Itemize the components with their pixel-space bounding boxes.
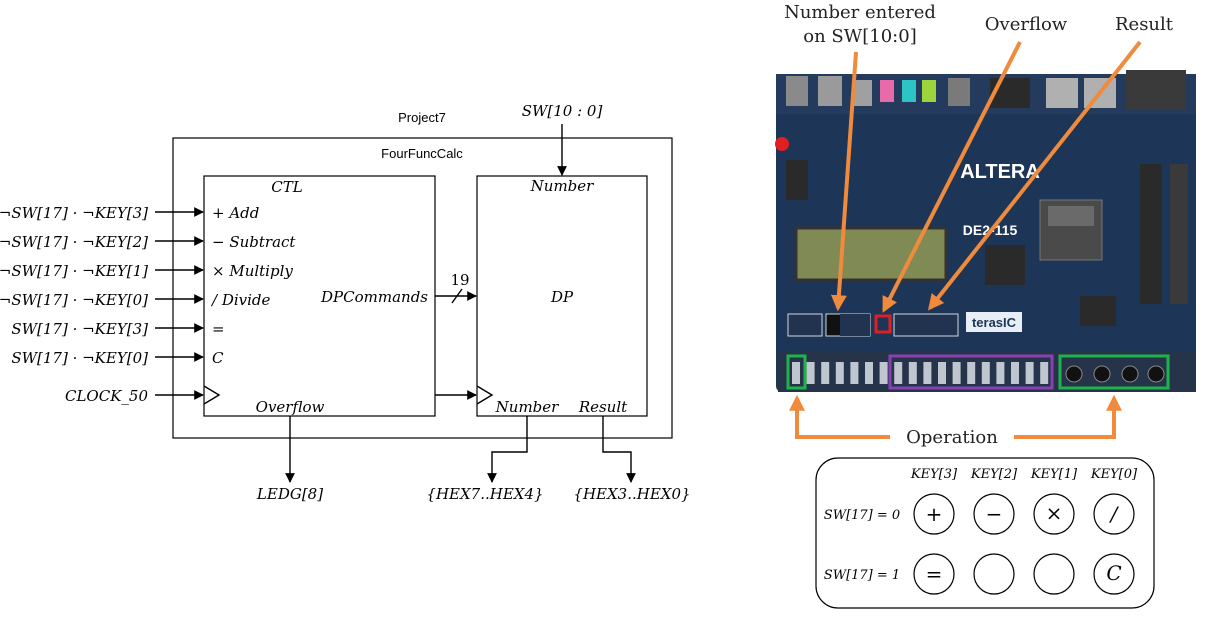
clock-label: CLOCK_50 [65,387,148,405]
slide-switch [1040,362,1048,384]
row-label-sw17-0: SW[17] = 0 [824,508,900,523]
slide-switch [894,362,902,384]
ctl-port-subtract: − Subtract [212,233,296,251]
row-label-sw17-1: SW[17] = 1 [824,568,900,583]
key-button-empty [1034,554,1074,594]
push-button [1148,366,1164,382]
ctl-port-divide: / Divide [210,291,271,309]
slide-switch [923,362,931,384]
symbol-subtract: − [986,502,1003,526]
ctl-title: CTL [271,178,302,196]
audio-jack-pink [880,80,894,102]
key-button-empty [974,554,1014,594]
chip [985,245,1025,285]
key-header-1: KEY[1] [1030,467,1078,482]
input-label-add: ¬SW[17] · ¬KEY[3] [0,204,148,222]
ctl-port-clear: C [212,349,224,367]
operation-arrow-left [797,398,890,437]
symbol-clear: C [1106,561,1121,585]
ledg-label: LEDG[8] [256,485,323,503]
slide-switch [807,362,815,384]
audio-jack-green [922,80,936,102]
slide-switch [953,362,961,384]
seven-seg-display [894,314,958,336]
key-table: KEY[3] KEY[2] KEY[1] KEY[0] SW[17] = 0 S… [816,458,1154,608]
push-button [1094,366,1110,382]
dp-result-label: Result [578,398,628,416]
audio-jack-cyan [902,80,916,102]
slide-switch [996,362,1004,384]
annotation-number-line2: on SW[10:0] [803,26,916,47]
gpio-header [1170,164,1188,304]
slide-switch [865,362,873,384]
slide-switch [909,362,917,384]
slide-switch [850,362,858,384]
slide-switch [836,362,844,384]
header [786,160,808,200]
sw-input-label: SW[10 : 0] [522,102,603,120]
connector [948,78,970,106]
input-label-equals: SW[17] · ¬KEY[3] [11,320,148,338]
annotation-number-line1: Number entered [784,2,936,23]
board-photo: ALTERA DE2-115 terasIC [775,70,1196,392]
slide-switch [1011,362,1019,384]
serial-connector [1126,70,1186,110]
power-button [775,137,789,151]
slide-switch [938,362,946,384]
chip [1080,296,1116,326]
gpio-header [1140,164,1162,304]
dp-title: DP [550,288,574,306]
operation-arrow-right [1014,398,1114,437]
input-label-multiply: ¬SW[17] · ¬KEY[1] [0,262,148,280]
slide-switch [967,362,975,384]
symbol-add: + [926,502,943,526]
input-label-subtract: ¬SW[17] · ¬KEY[2] [0,233,148,251]
board-maker: terasIC [972,315,1017,330]
input-label-divide: ¬SW[17] · ¬KEY[0] [0,291,148,309]
ctl-port-add: + Add [212,204,259,222]
symbol-multiply: × [1046,501,1063,525]
block-diagram: Project7 FourFuncCalc SW[10 : 0] CTL + A… [0,102,691,503]
annotation-operation: Operation [906,427,998,448]
slide-switch [982,362,990,384]
seven-seg-display [788,314,822,336]
ctl-port-multiply: × Multiply [212,262,293,280]
connector [786,76,808,106]
hex-number-label: {HEX7..HEX4} [426,485,543,503]
hex-result-label: {HEX3..HEX0} [573,485,690,503]
ctl-dpcommands-label: DPCommands [320,288,428,306]
slide-switch [821,362,829,384]
symbol-equals: = [926,562,943,586]
ctl-overflow-label: Overflow [256,398,325,416]
board-brand: ALTERA [960,161,1040,183]
connector [818,76,842,106]
dp-number-out-label: Number [495,398,559,416]
slide-switch [792,362,800,384]
key-header-0: KEY[0] [1090,467,1138,482]
push-button [1122,366,1138,382]
key-header-3: KEY[3] [910,467,958,482]
bus-width-label: 19 [450,271,469,289]
dp-number-in-label: Number [530,177,594,195]
annotation-result: Result [1115,14,1174,35]
push-button [1066,366,1082,382]
ethernet-port [1046,78,1078,108]
slide-switch [1026,362,1034,384]
input-label-clear: SW[17] · ¬KEY[0] [11,349,148,367]
slide-switch [880,362,888,384]
project-label: Project7 [398,110,446,125]
annotation-overflow: Overflow [985,14,1068,35]
ctl-port-equals: = [212,320,225,338]
key-header-2: KEY[2] [970,467,1018,482]
fourfunccalc-label: FourFuncCalc [381,146,463,161]
